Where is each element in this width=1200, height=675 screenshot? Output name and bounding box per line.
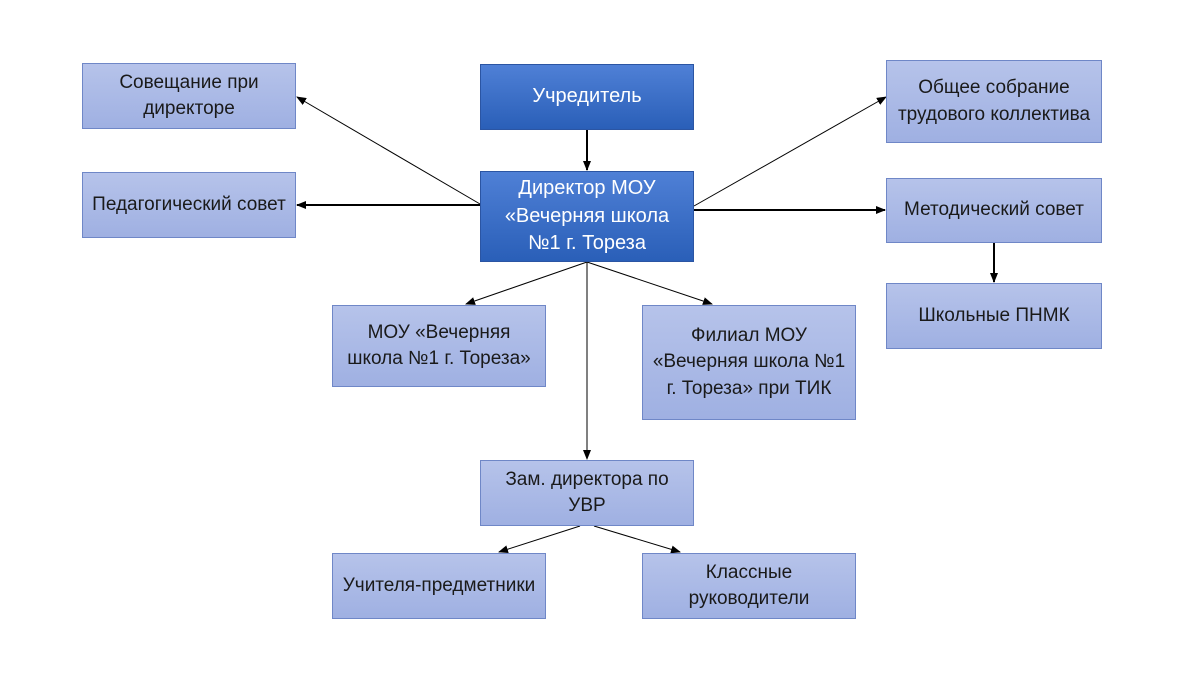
node-director: Директор МОУ «Вечерняя школа №1 г. Торез… bbox=[480, 171, 694, 262]
edge-director-mou bbox=[465, 261, 588, 305]
node-filial: Филиал МОУ «Вечерняя школа №1 г. Тореза»… bbox=[642, 305, 856, 420]
node-obshchee-sobranie: Общее собрание трудового коллектива bbox=[886, 60, 1102, 143]
edge-director-obshchee bbox=[693, 96, 887, 207]
node-zam-label: Зам. директора по УВР bbox=[505, 468, 669, 516]
node-uchitelya: Учителя-предметники bbox=[332, 553, 546, 619]
edge-director-soveshchanie bbox=[296, 96, 481, 205]
node-pedsovet-label: Педагогический совет bbox=[92, 193, 286, 215]
node-mou: МОУ «Вечерняя школа №1 г. Тореза» bbox=[332, 305, 546, 387]
edge-zam-uchitelya bbox=[498, 525, 581, 554]
node-uchreditel: Учредитель bbox=[480, 64, 694, 130]
node-filial-label: Филиал МОУ «Вечерняя школа №1 г. Тореза»… bbox=[652, 325, 846, 399]
node-soveshchanie-label: Совещание при директоре bbox=[119, 71, 259, 119]
node-zam-director: Зам. директора по УВР bbox=[480, 460, 694, 526]
node-klassnye: Классные руководители bbox=[642, 553, 856, 619]
node-mou-label: МОУ «Вечерняя школа №1 г. Тореза» bbox=[347, 321, 531, 369]
node-klassnye-label: Классные руководители bbox=[688, 561, 810, 609]
node-uchitelya-label: Учителя-предметники bbox=[342, 574, 536, 596]
edge-zam-klassnye bbox=[593, 525, 681, 554]
node-metodsovet: Методический совет bbox=[886, 178, 1102, 243]
node-director-label: Директор МОУ «Вечерняя школа №1 г. Торез… bbox=[504, 177, 670, 255]
node-uchreditel-label: Учредитель bbox=[532, 85, 642, 108]
edge-director-filial bbox=[586, 261, 713, 305]
node-pnmk: Школьные ПНМК bbox=[886, 283, 1102, 349]
node-obshchee-label: Общее собрание трудового коллектива bbox=[897, 77, 1091, 125]
node-metodsovet-label: Методический совет bbox=[904, 199, 1084, 221]
node-pnmk-label: Школьные ПНМК bbox=[918, 304, 1070, 326]
node-soveshchanie: Совещание при директоре bbox=[82, 63, 296, 129]
node-pedsovet: Педагогический совет bbox=[82, 172, 296, 238]
